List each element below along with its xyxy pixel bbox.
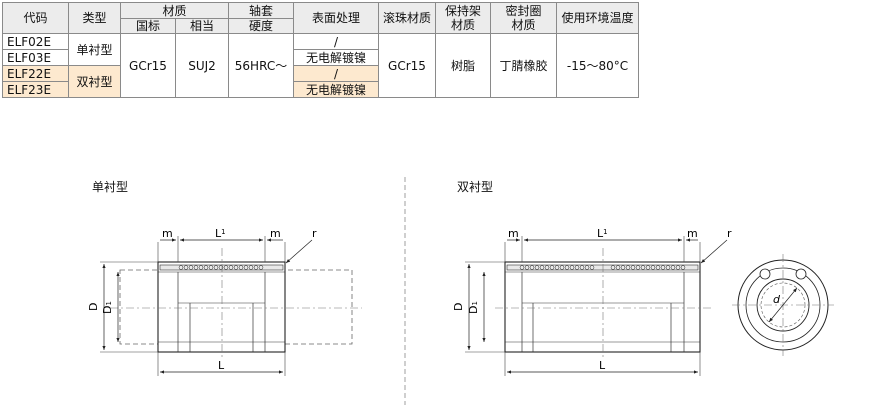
single-l-label: L <box>218 359 225 372</box>
double-d-label: D <box>452 303 465 311</box>
surface-cell: 无电解镀镍 <box>293 81 379 98</box>
code-cell: ELF23E <box>2 81 69 98</box>
double-l-label: L <box>599 359 606 372</box>
header-sleeve: 轴套 <box>228 2 294 19</box>
single-body <box>157 261 286 353</box>
single-d-label: D <box>87 303 100 311</box>
single-ball-track <box>159 264 284 271</box>
header-sleeve-hardness: 硬度 <box>228 18 294 34</box>
spec-table: 代码 类型 材质 轴套 表面处理 滚珠材质 保持架 材质 密封圈 材质 使用环境… <box>2 2 639 98</box>
single-type-title: 单衬型 <box>92 180 129 194</box>
header-material-gb: 国标 <box>120 18 176 34</box>
header-ball: 滚珠材质 <box>378 2 436 34</box>
header-material: 材质 <box>120 2 229 19</box>
single-m-left-label: m <box>162 227 173 240</box>
table-row: ELF02E 单衬型 GCr15 SUJ2 56HRC～ / GCr15 树脂 … <box>2 33 639 98</box>
code-cell: ELF22E <box>2 65 69 82</box>
gb-cell: GCr15 <box>120 33 176 98</box>
table-row: ELF23E 无电解镀镍 <box>2 81 639 98</box>
double-ball-row-left <box>519 265 595 270</box>
code-cell: ELF02E <box>2 33 69 50</box>
single-m-right-label: m <box>270 227 281 240</box>
header-row-1: 代码 类型 材质 轴套 表面处理 滚珠材质 保持架 材质 密封圈 材质 使用环境… <box>2 2 639 34</box>
double-body <box>504 261 701 353</box>
retainer-cell: 树脂 <box>435 33 491 98</box>
table-row: ELF22E 双衬型 / <box>2 65 639 98</box>
double-l1-label: L1 <box>597 227 608 240</box>
equiv-cell: SUJ2 <box>175 33 229 98</box>
header-retainer: 保持架 材质 <box>435 2 491 34</box>
ball-cell: GCr15 <box>378 33 436 98</box>
single-drawing: m L1 m r D D1 L <box>87 227 362 376</box>
double-drawing: m L1 m r D D1 L d <box>452 227 834 376</box>
double-ball-track <box>506 264 699 271</box>
double-type-title: 双衬型 <box>457 180 494 194</box>
surface-cell: 无电解镀镍 <box>293 49 379 66</box>
seal-cell: 丁腈橡胶 <box>490 33 557 98</box>
bore-d-label: d <box>773 293 781 306</box>
header-seal: 密封圈 材质 <box>490 2 557 34</box>
table-row: ELF03E 无电解镀镍 <box>2 49 639 66</box>
double-ball-row-right <box>610 265 686 270</box>
single-d1-label: D1 <box>101 301 114 314</box>
header-seal-line1: 密封圈 <box>505 4 542 18</box>
header-retainer-line1: 保持架 <box>444 4 481 18</box>
double-m-left-label: m <box>508 227 519 240</box>
code-cell: ELF03E <box>2 49 69 66</box>
header-surface: 表面处理 <box>293 2 379 34</box>
single-ball-row <box>178 265 264 270</box>
single-l1-label: L1 <box>215 227 226 240</box>
header-temp: 使用环境温度 <box>556 2 639 34</box>
type-cell: 双衬型 <box>68 65 121 98</box>
double-m-right-label: m <box>687 227 698 240</box>
double-d1-label: D1 <box>467 301 480 314</box>
header-seal-line2: 材质 <box>511 18 536 32</box>
single-r-label: r <box>312 227 317 240</box>
end-view: d <box>732 254 834 356</box>
surface-cell: / <box>293 65 379 82</box>
header-row-2: 国标 相当 硬度 <box>3 18 639 34</box>
header-retainer-line2: 材质 <box>450 18 475 32</box>
hardness-cell: 56HRC～ <box>228 33 294 98</box>
header-code: 代码 <box>2 2 69 34</box>
temp-cell: -15～80°C <box>556 33 639 98</box>
double-r-label: r <box>727 227 732 240</box>
